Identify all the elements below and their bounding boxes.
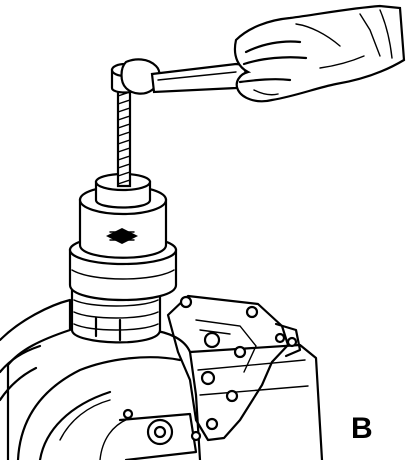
bearing-puller-tool bbox=[68, 172, 178, 344]
hand-holding-wrench bbox=[233, 4, 406, 103]
panel-label: B bbox=[351, 412, 373, 445]
bearing-retainer-plate bbox=[166, 294, 302, 442]
shaft-end-cover bbox=[118, 408, 202, 460]
ratchet-wrench bbox=[120, 58, 247, 95]
